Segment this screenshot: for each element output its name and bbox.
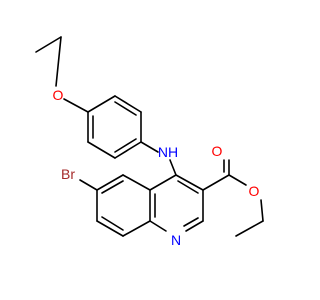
ring-bond	[149, 220, 167, 232]
ring-bond	[149, 174, 177, 191]
oxygen-ether-label: O	[53, 87, 64, 103]
benzo-ring	[96, 174, 151, 237]
ring-double-bond	[183, 217, 199, 227]
bond-nh-quinoline	[169, 159, 177, 176]
ring-bond	[122, 220, 151, 237]
oxygen-carbonyl-label: O	[212, 143, 223, 159]
ring-bond	[175, 174, 204, 191]
bond-ethyl-cc	[35, 36, 62, 53]
molecule-structure-diagram: O NH Br O O N	[35, 36, 264, 248]
ring-bond	[114, 141, 142, 159]
nitrogen-ring-label: N	[171, 232, 181, 248]
ester-group	[202, 159, 264, 237]
bond-o-aryl	[63, 98, 89, 113]
ring-bond	[122, 174, 151, 191]
ring-double-bond	[101, 180, 124, 194]
bond-c-o-single	[228, 174, 247, 186]
oxygen-ester-label: O	[249, 183, 260, 199]
ring-double-bond	[114, 138, 137, 153]
pyridine-ring	[149, 174, 204, 232]
ring-bond	[96, 174, 124, 191]
ring-bond	[96, 220, 124, 237]
bond-o-ethyl	[260, 199, 264, 222]
ring-double-bond	[101, 216, 124, 231]
ring-double-bond	[114, 101, 137, 116]
ring-double-bond	[177, 180, 199, 194]
ring-bond	[87, 95, 116, 113]
bond-c-br	[79, 179, 98, 191]
bond-ethyl-cc	[235, 220, 264, 237]
ethoxy-group	[35, 36, 62, 87]
bromine-label: Br	[61, 166, 75, 182]
nitrogen-amine-label: NH	[158, 144, 178, 160]
phenyl-ring	[87, 95, 142, 159]
ring-bond	[87, 141, 116, 159]
bond-aryl-nh	[140, 141, 159, 153]
bond-ethyl-co	[55, 36, 62, 87]
bond-ring-carbonyl-c	[202, 174, 230, 191]
ring-bond	[185, 220, 204, 232]
ring-bond	[114, 95, 142, 113]
